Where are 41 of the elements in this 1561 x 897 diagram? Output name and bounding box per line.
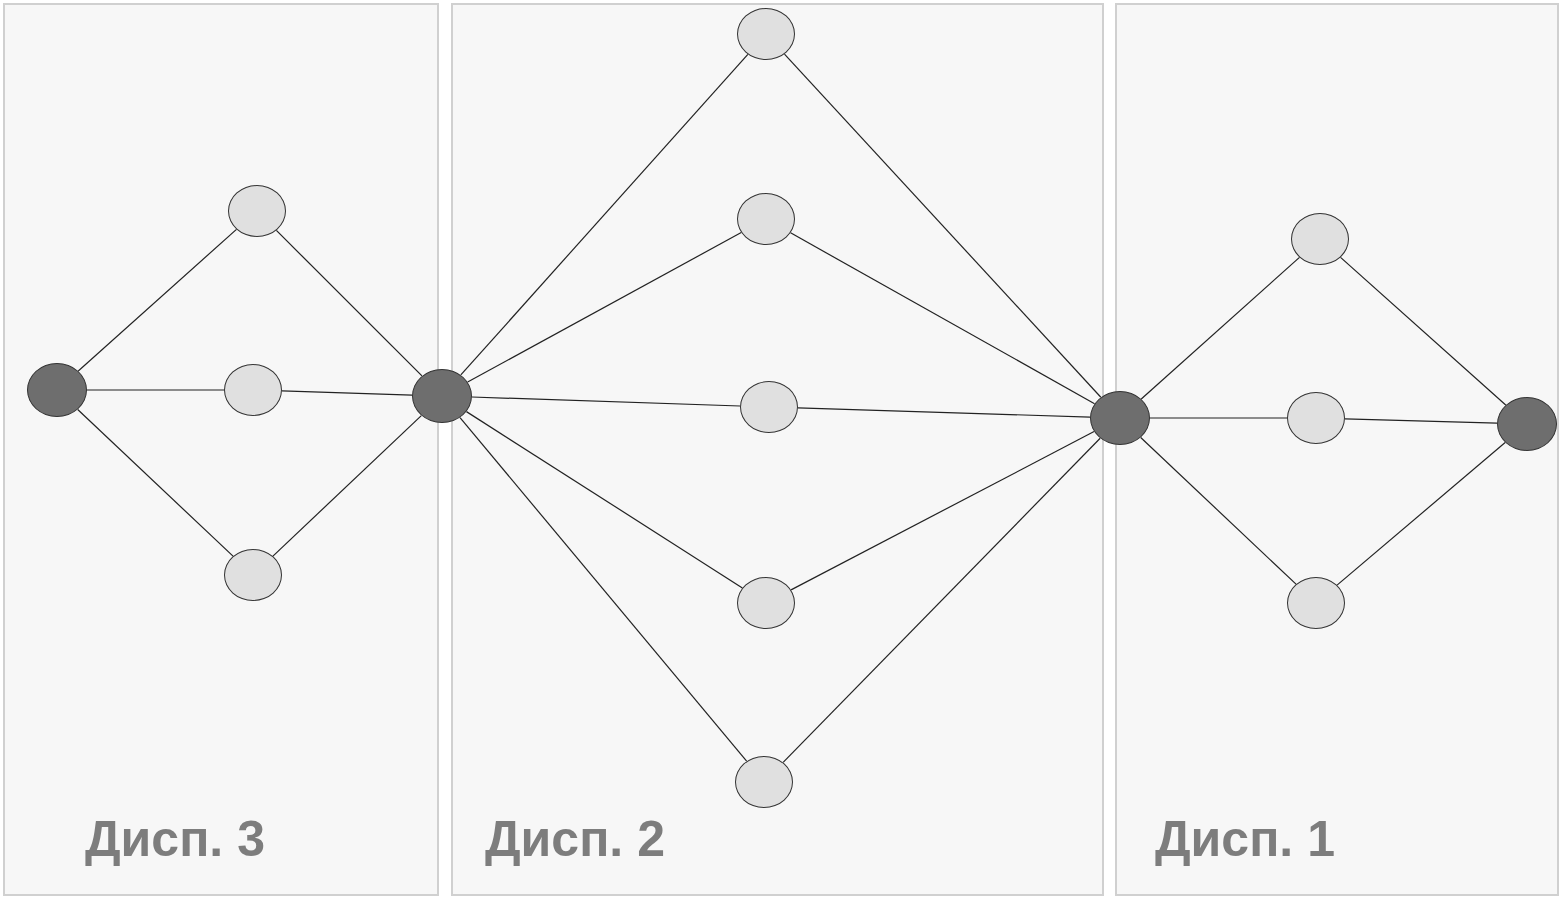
connector-line — [272, 414, 422, 557]
circle-node — [737, 8, 795, 60]
panel — [451, 3, 1104, 896]
panel-label: Дисп. 2 — [485, 810, 665, 868]
connector-line — [783, 53, 1102, 398]
panel-label: Дисп. 3 — [85, 810, 265, 868]
panel — [3, 3, 439, 896]
circle-node — [1291, 213, 1349, 265]
circle-node — [737, 193, 795, 245]
connector-line — [1344, 418, 1498, 424]
circle-node — [1287, 392, 1345, 444]
panel — [1115, 3, 1559, 896]
connector-line — [460, 53, 749, 376]
connector-line — [782, 437, 1101, 764]
connector-line — [1140, 256, 1301, 400]
panel-label: Дисп. 1 — [1155, 810, 1335, 868]
circle-node — [740, 381, 798, 433]
connector-line — [86, 389, 225, 391]
circle-node — [224, 549, 282, 601]
connector-line — [1149, 417, 1288, 419]
connector-line — [467, 231, 742, 383]
connector-line — [459, 417, 748, 762]
connector-line — [789, 232, 1096, 405]
connector-line — [77, 408, 234, 557]
circle-node — [1497, 397, 1557, 451]
circle-node — [27, 363, 87, 417]
connector-line — [797, 407, 1091, 418]
connector-line — [281, 390, 413, 396]
circle-node — [228, 185, 286, 237]
circle-node — [735, 756, 793, 808]
connector-line — [1339, 256, 1507, 406]
connector-line — [77, 228, 238, 372]
connector-line — [465, 411, 743, 589]
circle-node — [1287, 577, 1345, 629]
circle-node — [737, 577, 795, 629]
connector-line — [1140, 436, 1297, 585]
connector-line — [471, 396, 741, 407]
connector-line — [275, 229, 423, 377]
connector-line — [790, 430, 1095, 591]
circle-node — [224, 364, 282, 416]
connector-line — [1336, 441, 1506, 586]
